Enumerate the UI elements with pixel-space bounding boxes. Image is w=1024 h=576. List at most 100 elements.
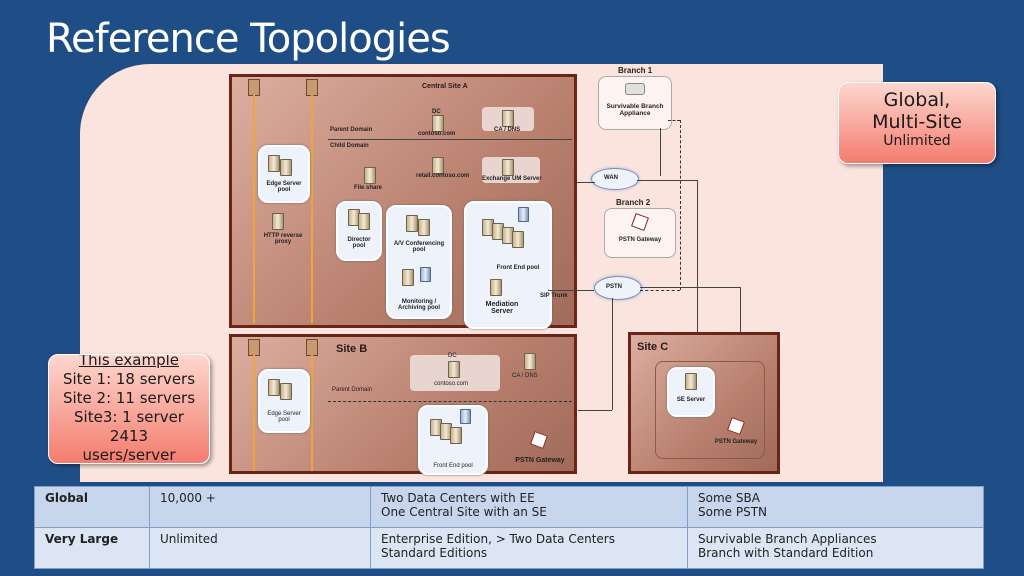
server-icon — [432, 115, 444, 132]
site-b-dc-label: DC — [448, 353, 457, 359]
table-cell: Survivable Branch Appliances Branch with… — [687, 527, 984, 569]
edge-server-pool: Edge Server pool — [258, 145, 310, 203]
server-icon — [685, 373, 697, 390]
server-icon — [502, 110, 514, 127]
firewall-icon — [248, 339, 260, 356]
example-line5: users/server — [82, 446, 176, 464]
director-pool: Director pool — [336, 201, 382, 261]
central-site-a: Central Site A DC contoso.com Parent Dom… — [229, 74, 577, 329]
director-pool-label: Director pool — [347, 237, 371, 249]
cell-line: Some PSTN — [698, 505, 768, 519]
http-proxy-label: HTTP reverse proxy — [263, 233, 303, 245]
site-b-front-end-pool: Front End pool — [418, 405, 488, 475]
central-site-title: Central Site A — [422, 83, 468, 90]
cell-line: Survivable Branch Appliances — [698, 532, 877, 546]
table-row: Very Large Unlimited Enterprise Edition,… — [34, 527, 984, 569]
monitoring-pool-label: Monitoring / Archiving pool — [398, 299, 440, 311]
branch1-box: Survivable Branch Appliance — [598, 76, 672, 130]
database-icon — [420, 267, 431, 282]
perimeter-line — [311, 355, 313, 471]
topology-table: Global 10,000 + Two Data Centers with EE… — [34, 486, 984, 569]
mediation-server-label: Mediation Server — [485, 301, 519, 315]
site-c-pstn-gateway: PSTN Gateway — [714, 439, 758, 445]
global-callout: Global, Multi-Site Unlimited — [838, 82, 996, 164]
ca-dns-label: CA / DNS — [494, 127, 521, 133]
connector-line — [660, 128, 661, 176]
av-pool-label: A/V Conferencing pool — [393, 241, 445, 253]
example-line2: Site 2: 11 servers — [62, 389, 196, 407]
parent-domain-label: Parent Domain — [330, 127, 373, 133]
table-cell: Enterprise Edition, > Two Data Centers S… — [370, 527, 688, 569]
server-icon — [280, 159, 292, 176]
branch1-label: Survivable Branch Appliance — [606, 103, 664, 117]
cell-line: Branch with Standard Edition — [698, 546, 874, 560]
global-callout-line1: Global, — [883, 89, 951, 111]
server-icon — [406, 215, 418, 232]
router-icon — [625, 83, 645, 95]
example-line3: Site3: 1 server — [74, 408, 184, 426]
server-icon — [280, 383, 292, 400]
table-cell: Unlimited — [149, 527, 371, 569]
connector-line — [697, 180, 698, 420]
cell-line: Enterprise Edition, > Two Data Centers — [381, 532, 615, 546]
connector-dashed — [680, 120, 681, 290]
mediation-server-icon — [490, 279, 502, 296]
server-icon — [524, 353, 536, 370]
exchange-label: Exchange UM Server — [482, 176, 542, 182]
server-icon — [512, 231, 524, 248]
firewall-icon — [248, 79, 260, 96]
file-share-icon — [364, 167, 376, 184]
pstn-gateway-icon — [631, 213, 649, 231]
table-cell: Some SBA Some PSTN — [687, 486, 984, 528]
perimeter-line — [253, 355, 255, 471]
edge-pool-label: Edge Server pool — [266, 181, 302, 193]
site-b-ca-dns: CA / DNS — [512, 373, 538, 379]
se-server-label: SE Server — [676, 397, 706, 403]
example-callout: This example Site 1: 18 servers Site 2: … — [48, 354, 210, 464]
database-icon — [518, 207, 529, 222]
database-icon — [460, 409, 471, 424]
av-conferencing-pool: A/V Conferencing pool Monitoring / Archi… — [386, 205, 452, 319]
table-row: Global 10,000 + Two Data Centers with EE… — [34, 486, 984, 528]
child-domain-label: Child Domain — [330, 143, 369, 149]
site-c-inner — [655, 361, 765, 459]
site-b-edge-pool: Edge Server pool — [258, 369, 310, 433]
cell-line: Standard Editions — [381, 546, 488, 560]
child-domain-name: retail.contoso.com — [416, 173, 470, 179]
proxy-server-icon — [272, 213, 284, 230]
example-heading: This example — [79, 354, 179, 369]
example-line4: 2413 — [109, 427, 149, 445]
perimeter-line — [253, 95, 255, 323]
firewall-icon — [306, 79, 318, 96]
server-icon — [450, 427, 462, 444]
wan-label: WAN — [604, 175, 618, 181]
connector-dashed — [668, 120, 680, 121]
se-server: SE Server — [667, 367, 715, 417]
parent-domain-domain: contoso.com — [418, 131, 456, 137]
connector-line — [577, 182, 595, 183]
cell-line: Two Data Centers with EE — [381, 491, 535, 505]
file-share-label: File share — [354, 185, 383, 191]
branch2-title: Branch 2 — [616, 198, 651, 207]
connector-line — [612, 298, 613, 410]
exchange-server-icon — [502, 159, 514, 176]
domain-divider — [328, 139, 572, 140]
global-callout-line3: Unlimited — [883, 133, 951, 149]
server-icon — [268, 155, 280, 172]
row-label: Global — [34, 486, 150, 528]
global-callout-line2: Multi-Site — [872, 111, 962, 133]
server-icon — [402, 269, 414, 286]
example-line1: Site 1: 18 servers — [62, 370, 196, 388]
branch2-label: PSTN Gateway — [618, 237, 662, 243]
cell-line: Some SBA — [698, 491, 760, 505]
slide-title: Reference Topologies — [46, 16, 451, 62]
pstn-cloud-icon — [594, 276, 642, 300]
connector-dashed — [640, 290, 680, 291]
server-icon — [358, 213, 370, 230]
site-b-title: Site B — [336, 343, 368, 355]
wan-cloud-icon — [591, 168, 639, 190]
pstn-gateway-icon — [530, 431, 548, 449]
table-cell: 10,000 + — [149, 486, 371, 528]
site-b-parent-domain: Parent Domain — [332, 387, 373, 393]
server-icon — [448, 361, 460, 378]
